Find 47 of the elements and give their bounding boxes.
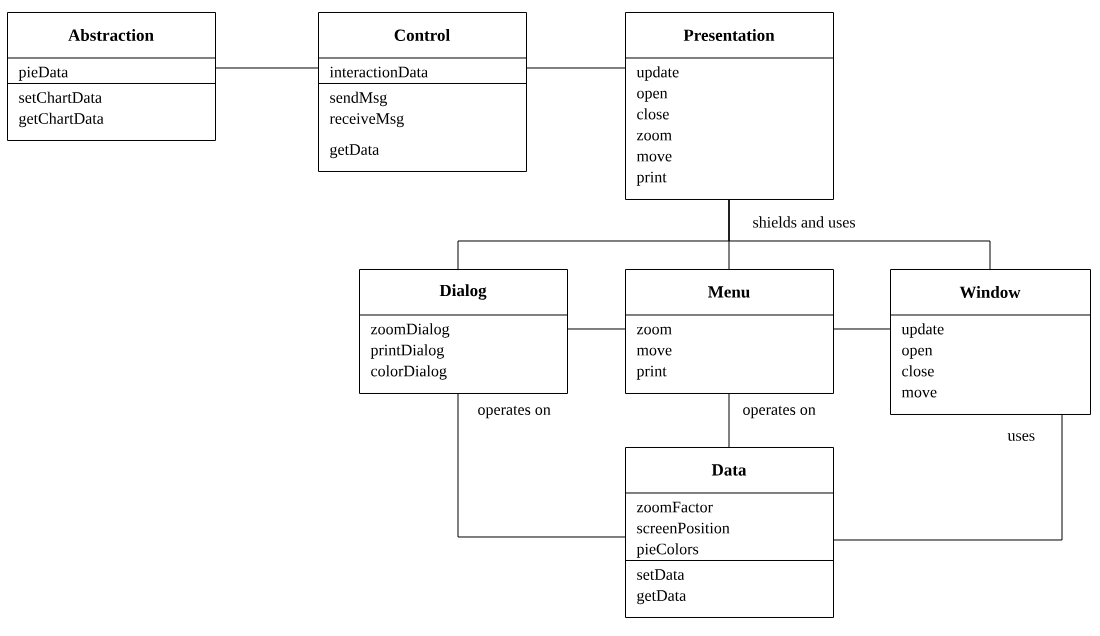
member-text: close bbox=[902, 365, 934, 377]
connector-line bbox=[215, 67, 319, 69]
class-name: Abstraction bbox=[68, 29, 154, 41]
member-text: zoom bbox=[636, 132, 672, 141]
member-text: getData bbox=[637, 590, 687, 605]
connector-line bbox=[833, 414, 1063, 541]
member-text: setChartData bbox=[19, 91, 102, 103]
member-text: colorDialog bbox=[371, 365, 447, 380]
member-text: open bbox=[902, 347, 933, 359]
member-text: zoomDialog bbox=[370, 323, 450, 338]
class-name: Menu bbox=[708, 286, 750, 298]
member-text: getChartData bbox=[19, 112, 104, 128]
member-text: move bbox=[636, 347, 672, 356]
class-name: Window bbox=[959, 285, 1021, 298]
connector-line bbox=[457, 393, 626, 538]
class-name: Presentation bbox=[683, 29, 775, 41]
member-text: update bbox=[636, 66, 679, 81]
member-text: move bbox=[636, 153, 672, 162]
member-text: pieColors bbox=[636, 543, 699, 558]
class-name: Control bbox=[394, 29, 450, 41]
member-text: receiveMsg bbox=[329, 113, 404, 128]
member-text: pieData bbox=[18, 66, 69, 81]
member-text: getData bbox=[330, 144, 380, 159]
edge-label: operates on bbox=[476, 404, 552, 420]
edge-label: uses bbox=[1006, 432, 1037, 442]
member-text: update bbox=[901, 323, 944, 338]
member-text: print bbox=[636, 365, 667, 380]
member-text: setData bbox=[637, 569, 685, 580]
connector-line bbox=[728, 393, 730, 448]
member-text: open bbox=[637, 90, 668, 102]
connector-line bbox=[833, 328, 891, 330]
class-name: Data bbox=[711, 464, 747, 476]
edge-label: operates on bbox=[741, 404, 817, 420]
class-name: Dialog bbox=[439, 284, 487, 300]
connector-line bbox=[567, 328, 626, 330]
member-text: move bbox=[901, 389, 937, 398]
member-text: sendMsg bbox=[330, 91, 387, 107]
member-text: printDialog bbox=[370, 344, 444, 359]
member-text: print bbox=[636, 171, 667, 186]
member-text: close bbox=[637, 108, 669, 120]
connector-line bbox=[526, 67, 626, 69]
member-text: interactionData bbox=[329, 66, 428, 78]
member-text: zoomFactor bbox=[636, 501, 713, 513]
member-text: screenPosition bbox=[637, 522, 730, 534]
member-text: zoom bbox=[636, 326, 672, 335]
edge-label: shields and uses bbox=[751, 215, 857, 229]
connector-line bbox=[728, 199, 991, 270]
